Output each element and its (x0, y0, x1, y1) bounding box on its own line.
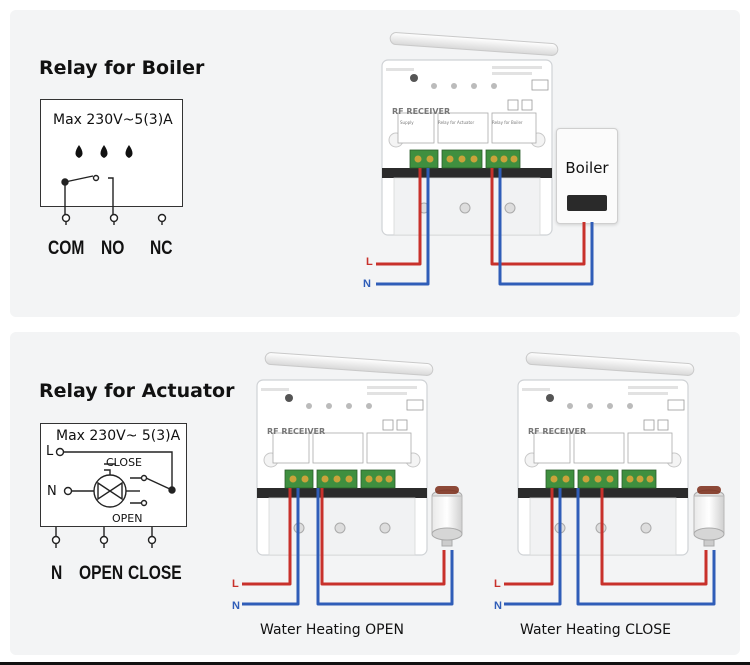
boiler-relay-schematic (40, 99, 183, 207)
boiler-display-icon (567, 195, 607, 211)
caption-water-heating-close: Water Heating CLOSE (520, 622, 671, 638)
boiler-wire-l-label: L (366, 256, 373, 268)
terminal-close-label: CLOSE (128, 563, 182, 584)
terminal-com-label: COM (48, 238, 85, 259)
terminal-n-label: N (51, 563, 63, 584)
boiler-wire-n-label: N (363, 278, 371, 290)
module-block-supply: Supply (400, 120, 414, 125)
bottom-divider (0, 662, 750, 665)
module-block-boiler: Relay for Boiler (492, 120, 523, 125)
actuator-section-title: Relay for Actuator (39, 380, 235, 402)
actuator-close-label: CLOSE (106, 456, 143, 469)
actuator-n-label: N (47, 484, 57, 499)
module-brand-open: RF RECEIVER (267, 427, 325, 436)
boiler-label: Boiler (565, 159, 609, 177)
terminal-open-label: OPEN (79, 563, 124, 584)
terminal-nc-label: NC (150, 238, 173, 259)
actuator-open-label: OPEN (112, 512, 143, 525)
boiler-device: Boiler (556, 128, 618, 224)
module-brand-boiler: RF RECEIVER (392, 107, 450, 116)
boiler-section-title: Relay for Boiler (39, 57, 205, 79)
actuator-l-label: L (46, 444, 54, 459)
module-block-actuator: Relay for Actuator (438, 120, 474, 125)
actuator-rating-label: Max 230V~ 5(3)A (56, 428, 181, 444)
valve-actuator-open (431, 485, 463, 547)
boiler-rating-label: Max 230V~5(3)A (53, 112, 173, 128)
module-brand-close: RF RECEIVER (528, 427, 586, 436)
close-wire-l-label: L (494, 578, 501, 590)
valve-actuator-close (693, 485, 725, 547)
open-wire-n-label: N (232, 600, 240, 612)
close-wire-n-label: N (494, 600, 502, 612)
terminal-no-label: NO (101, 238, 125, 259)
open-wire-l-label: L (232, 578, 239, 590)
flame-icon (75, 145, 133, 158)
caption-water-heating-open: Water Heating OPEN (260, 622, 404, 638)
